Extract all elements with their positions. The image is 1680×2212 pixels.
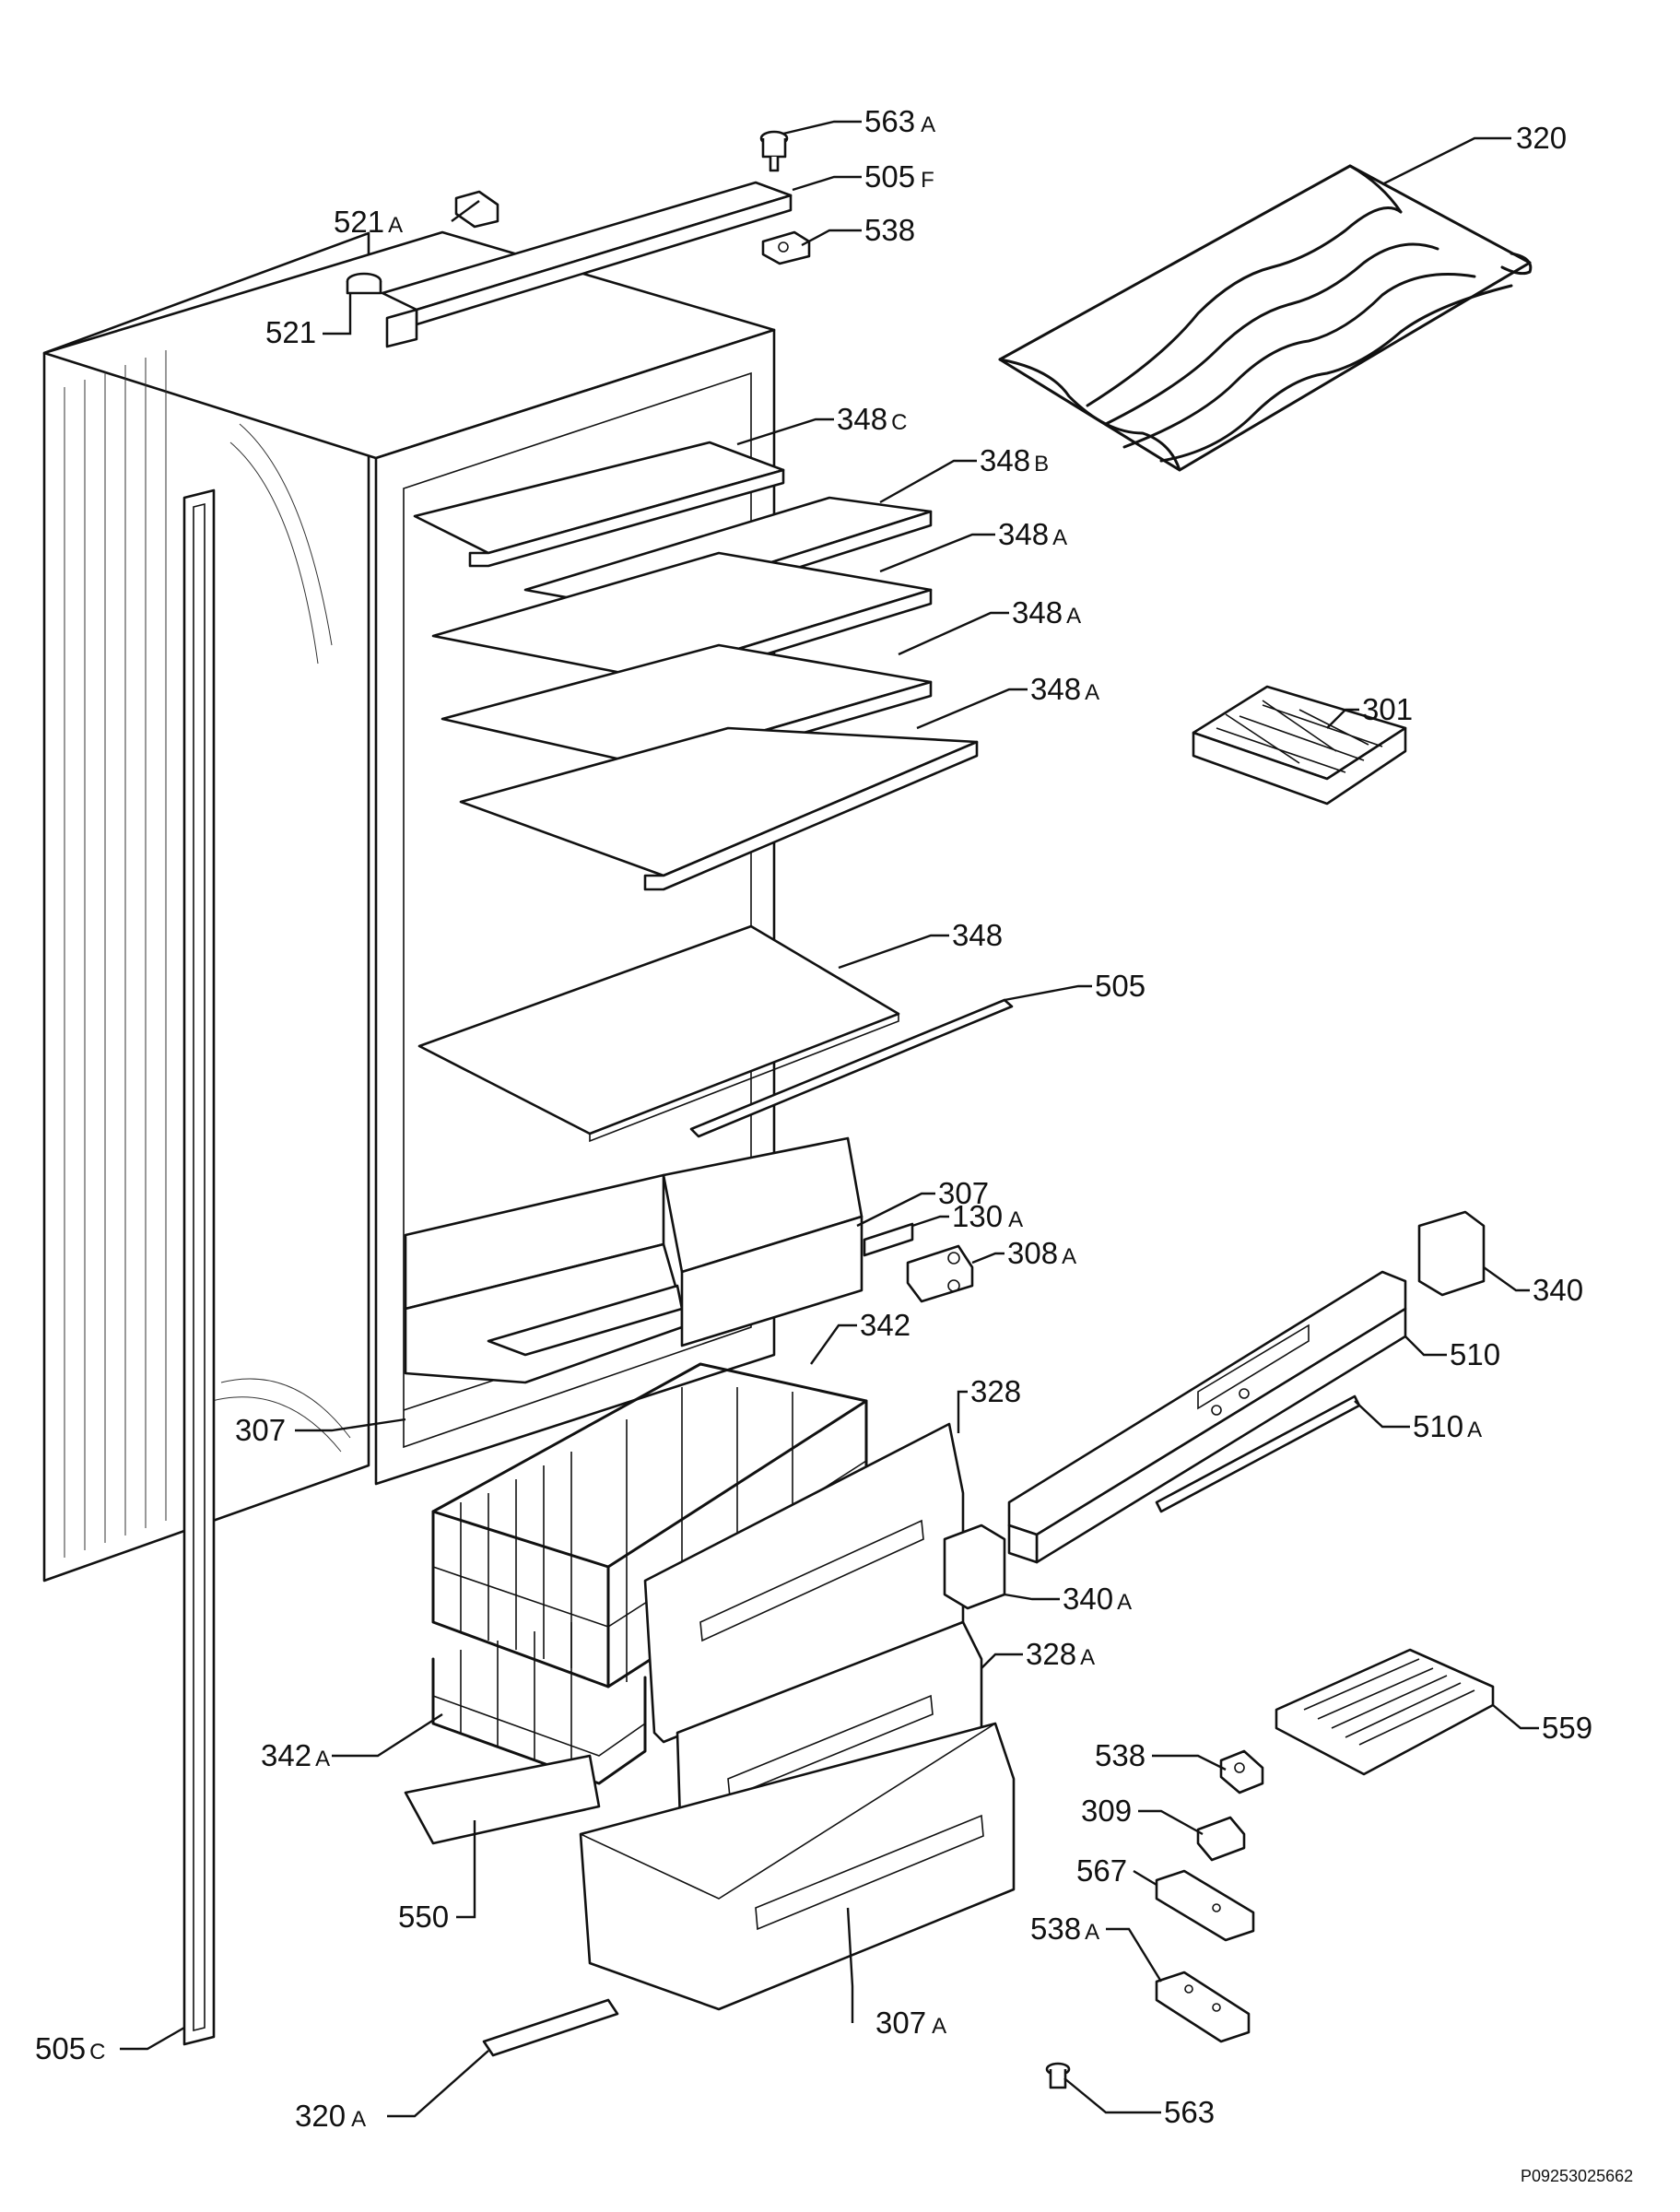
freezer-flap-550: [404, 1754, 601, 1845]
small-parts-130a-308a: [863, 1222, 974, 1303]
leader-lines: [120, 120, 1539, 2118]
freezer-drawer-307a: [579, 1722, 1016, 2011]
label-563-low: 563: [1164, 2095, 1215, 2129]
label-521: 521: [265, 315, 316, 349]
label-510: 510: [1450, 1337, 1500, 1371]
label-307-left: 307: [235, 1413, 286, 1447]
top-hinge-rail-505f: [381, 181, 793, 348]
trim-strip-505: [689, 998, 1014, 1138]
label-505: 505: [1095, 969, 1145, 1003]
label-538-top: 538: [864, 213, 915, 247]
cap-521a: [454, 190, 499, 229]
end-cap-340: [1417, 1210, 1486, 1297]
ice-tray-301: [1192, 685, 1407, 806]
label-307-top: 307: [938, 1176, 989, 1210]
label-309: 309: [1081, 1794, 1132, 1828]
cabinet-body: [42, 230, 776, 1583]
bottom-rail-320a: [482, 1998, 619, 2057]
hinge-pin-563a: [759, 130, 789, 172]
label-328: 328: [970, 1374, 1021, 1408]
label-559: 559: [1542, 1711, 1592, 1745]
label-340: 340: [1533, 1273, 1583, 1307]
label-550: 550: [398, 1900, 449, 1934]
screw-563: [1045, 2062, 1071, 2089]
label-538-low: 538: [1095, 1738, 1145, 1772]
label-301: 301: [1362, 692, 1413, 726]
bracket-309: [1196, 1816, 1246, 1862]
label-348: 348: [952, 918, 1003, 952]
label-567: 567: [1076, 1853, 1127, 1888]
label-320: 320: [1516, 121, 1567, 155]
label-342: 342: [860, 1308, 910, 1342]
plug-521: [346, 272, 382, 295]
door-seal-505c: [182, 488, 216, 2046]
control-panel-510: [1007, 1270, 1407, 1564]
crisper-drawers-307: [404, 1136, 863, 1384]
fan-cover-559: [1275, 1648, 1495, 1776]
glass-shelves: [413, 441, 979, 891]
hinge-538-low: [1219, 1749, 1264, 1794]
freezer-basket-342a: [431, 1622, 647, 1785]
hinge-plate-567: [1155, 1869, 1255, 1942]
glass-plate-348: [417, 924, 900, 1143]
end-cap-340a: [943, 1524, 1006, 1610]
drawing-code: P09253025662: [1521, 2167, 1633, 2185]
hinge-538a: [1155, 1971, 1251, 2043]
wine-rack-320: [998, 164, 1533, 472]
hinge-538-top: [761, 230, 811, 265]
